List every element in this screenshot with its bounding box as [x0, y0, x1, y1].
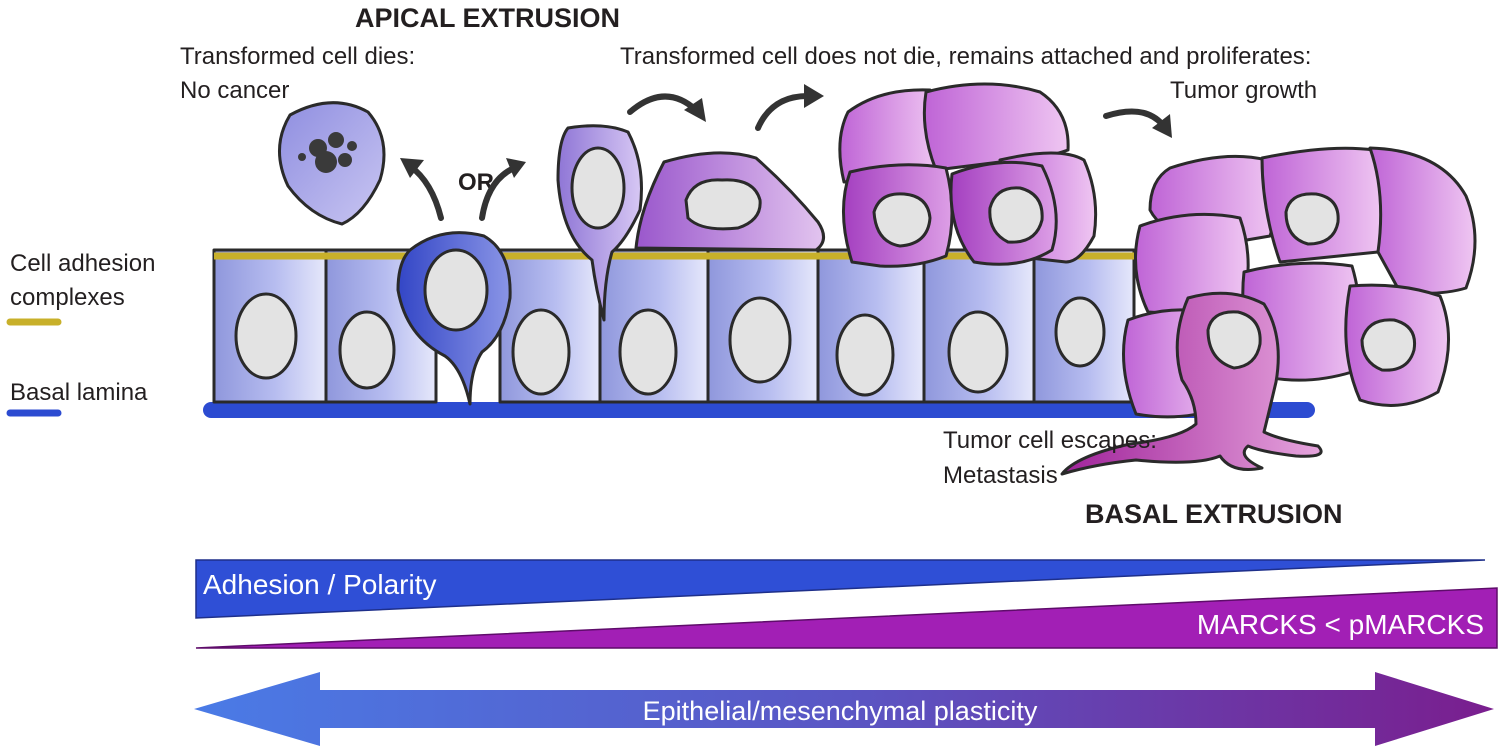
apoptotic-body [347, 141, 357, 151]
nucleus [872, 192, 932, 248]
legend-adhesion-label-line1: Cell adhesion [10, 250, 155, 277]
legend-adhesion-label-line2: complexes [10, 284, 125, 311]
adhesion-polarity-wedge [195, 559, 1486, 619]
arrow-head [804, 84, 824, 108]
arrow-to-tumor [1103, 108, 1165, 127]
escape-annotation-line1: Tumor cell escapes: [943, 427, 1157, 454]
arrow-to-cluster [755, 93, 811, 131]
marcks-wedge [195, 587, 1498, 649]
dies-annotation-line2: No cancer [180, 77, 289, 104]
arrow-head [506, 158, 526, 178]
plasticity-label: Epithelial/mesenchymal plasticity [643, 696, 1038, 726]
arrow-to-flattened [627, 93, 699, 115]
nucleus [618, 308, 678, 396]
nucleus [1206, 310, 1262, 370]
nucleus [1360, 318, 1417, 372]
plasticity-double-arrow [194, 672, 1494, 746]
legend-basal-lamina-label: Basal lamina [10, 379, 148, 406]
proliferating-cluster [838, 82, 1098, 268]
basal-lamina [203, 402, 1315, 418]
escape-annotation-line2: Metastasis [943, 462, 1058, 489]
nucleus [234, 292, 298, 380]
tumor-mass [1122, 146, 1477, 419]
apoptotic-body [315, 151, 337, 173]
nucleus [947, 310, 1009, 394]
nucleus [1054, 296, 1106, 368]
nucleus [988, 186, 1044, 244]
dies-annotation-line1: Transformed cell dies: [180, 43, 415, 70]
apical-extrusion-title: APICAL EXTRUSION [355, 3, 620, 33]
adhesion-polarity-label: Adhesion / Polarity [203, 569, 436, 600]
nucleus [835, 313, 895, 397]
arrow-to-death [407, 163, 444, 221]
arrow-head [1152, 114, 1172, 138]
apoptotic-body [328, 132, 344, 148]
nucleus [1284, 192, 1340, 246]
marcks-label: MARCKS < pMARCKS [1197, 609, 1484, 640]
apoptotic-body [298, 153, 306, 161]
nucleus [511, 308, 571, 396]
basal-extrusion-title: BASAL EXTRUSION [1085, 499, 1343, 529]
nucleus [338, 310, 396, 390]
epithelial-layer [212, 248, 1136, 404]
arrow-to-survival [479, 165, 517, 221]
nucleus [728, 296, 792, 384]
nucleus [684, 178, 762, 231]
nucleus [570, 146, 626, 230]
apoptotic-cell [278, 101, 386, 226]
apoptotic-body [338, 153, 352, 167]
arrow-head [684, 98, 706, 122]
arrow-head [400, 158, 424, 178]
survives-annotation: Transformed cell does not die, remains a… [620, 43, 1311, 70]
tumor-growth-annotation: Tumor growth [1170, 77, 1317, 104]
nucleus [423, 248, 489, 332]
